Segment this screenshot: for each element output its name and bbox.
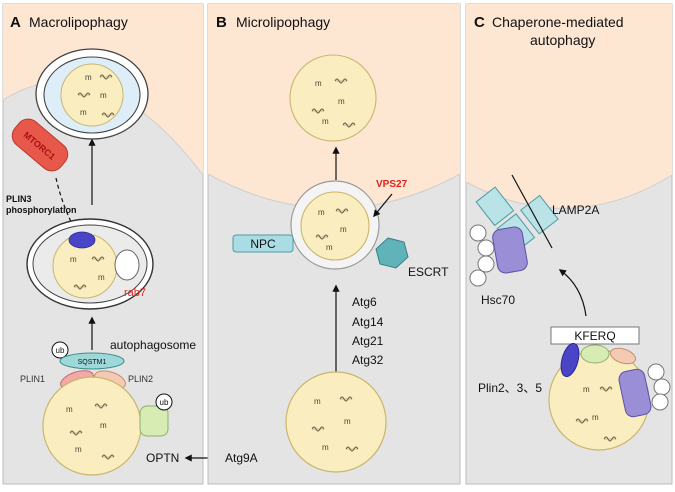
sqstm1-shape <box>59 352 125 370</box>
panel-c-title-1: Chaperone-mediated <box>492 14 624 30</box>
panel-b-letter: B <box>216 14 227 31</box>
rab7-shape <box>114 249 140 281</box>
chaperone-circle-7 <box>651 393 669 411</box>
chaperone-circle-1 <box>469 224 487 242</box>
panel-a-title: Macrolipophagy <box>29 14 128 30</box>
escrt-shape <box>375 237 409 269</box>
optn-shape <box>139 405 169 437</box>
atg21-label: Atg21 <box>352 334 384 348</box>
panel-c-letter: C <box>474 14 485 31</box>
chaperone-circle-4 <box>469 269 487 287</box>
atg32-label: Atg32 <box>352 353 384 367</box>
panel-c-title-2: autophagy <box>530 32 595 48</box>
lipid-droplet-b-inside <box>289 54 377 142</box>
plin2-label: PLIN2 <box>128 374 153 384</box>
lipid-droplet-digested <box>60 63 124 127</box>
atg14-label: Atg14 <box>352 315 384 329</box>
ub-label-sqstm1: ub <box>56 346 65 355</box>
hsc70-shape <box>492 226 528 274</box>
autophagosome-label: autophagosome <box>110 338 196 352</box>
escrt-label: ESCRT <box>408 265 449 279</box>
ub-label-optn: ub <box>160 398 169 407</box>
chaperone-circle-2 <box>477 239 495 257</box>
lipid-droplet-a <box>42 376 142 476</box>
chaperone-circle-3 <box>477 255 495 273</box>
lamp2a-channel-line <box>511 174 553 249</box>
lipid-droplet-b <box>285 371 387 473</box>
panel-b-title: Microlipophagy <box>236 14 330 30</box>
sqstm1-label: SQSTM1 <box>78 359 107 366</box>
mtorc1-shape <box>11 118 69 172</box>
panel-c: C Chaperone-mediated autophagy LAMP2A Hs… <box>465 3 673 485</box>
npc-shape <box>232 234 294 253</box>
arrow-to-lamp2a <box>558 269 587 317</box>
plin-blue-shape <box>560 342 580 378</box>
phosphorylation-label: phosphorylation <box>6 205 77 215</box>
kferq-box <box>550 326 640 345</box>
plin235-label: Plin2、3、5 <box>478 381 542 395</box>
lipid-droplet-b-invaginating <box>300 191 370 261</box>
hsc70-bound-shape <box>618 368 652 418</box>
hsc70-label: Hsc70 <box>481 293 515 307</box>
optn-label: OPTN <box>146 451 179 465</box>
npc-label: NPC <box>250 237 276 251</box>
atg9a-label: Atg9A <box>225 451 258 465</box>
kferq-label: KFERQ <box>574 329 615 343</box>
plin1-label: PLIN1 <box>20 374 45 384</box>
vps27-arrow <box>373 193 393 218</box>
panel-c-lysosome-lumen <box>466 4 672 209</box>
chaperone-circle-6 <box>653 378 671 396</box>
plin-green-shape <box>580 344 610 364</box>
panel-a-letter: A <box>10 14 21 31</box>
panel-b: B Microlipophagy VPS27 NPC ESCRT Atg6 At… <box>207 3 461 485</box>
plin3-label: PLIN3 <box>6 194 32 204</box>
lamp2a-label: LAMP2A <box>552 203 599 217</box>
vps27-label: VPS27 <box>376 179 408 190</box>
panel-a: A Macrolipophagy MTORC1 PLIN3 phosphoryl… <box>2 3 204 485</box>
ub-circle-optn <box>155 393 173 411</box>
atg6-label: Atg6 <box>352 295 377 309</box>
ub-circle-sqstm1 <box>51 341 69 359</box>
rab7-label: rab7 <box>124 287 146 299</box>
panel-a-lysosome-lumen <box>3 4 203 175</box>
chaperone-circle-5 <box>647 363 665 381</box>
plin-peach-shape <box>609 347 637 365</box>
plin3-phospho-dot <box>68 231 96 249</box>
